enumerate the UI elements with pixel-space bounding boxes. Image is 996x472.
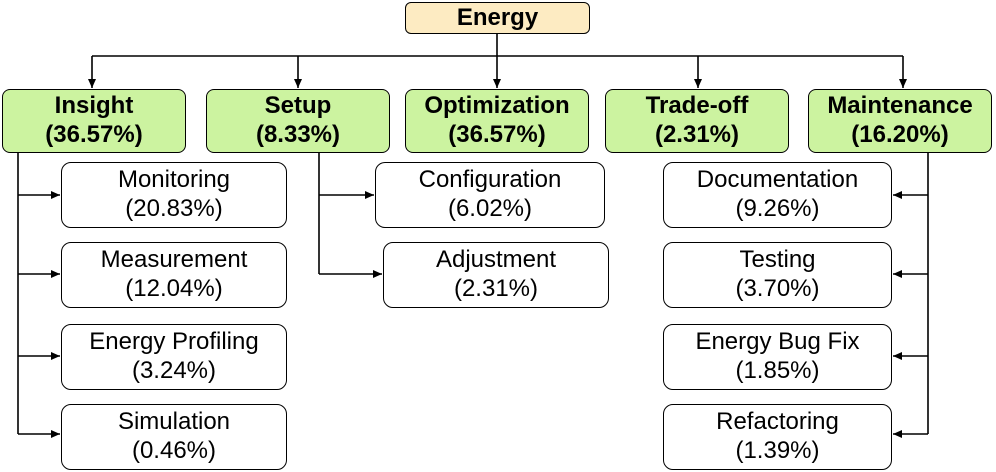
- root-node-energy: Energy: [405, 2, 590, 34]
- category-setup: Setup (8.33%): [206, 89, 390, 153]
- category-optimization: Optimization (36.57%): [405, 89, 589, 153]
- category-label: Optimization: [424, 92, 570, 120]
- subnode-label: Refactoring: [716, 408, 839, 436]
- subnode-label: Measurement: [100, 246, 248, 274]
- category-percent: (16.20%): [851, 121, 949, 148]
- subnode-energy-bug-fix: Energy Bug Fix (1.85%): [663, 324, 892, 390]
- subnode-adjustment: Adjustment (2.31%): [383, 242, 609, 308]
- category-label: Setup: [264, 92, 332, 120]
- category-label: Insight: [54, 92, 134, 120]
- subnode-label: Energy Bug Fix: [695, 328, 860, 356]
- subnode-percent: (3.24%): [131, 357, 217, 384]
- category-percent: (36.57%): [45, 121, 143, 148]
- category-percent: (2.31%): [654, 121, 740, 148]
- subnode-percent: (1.39%): [735, 437, 820, 464]
- subnode-simulation: Simulation (0.46%): [61, 404, 287, 470]
- subnode-percent: (12.04%): [125, 275, 223, 302]
- category-trade-off: Trade-off (2.31%): [605, 89, 789, 153]
- subnode-monitoring: Monitoring (20.83%): [61, 162, 287, 228]
- subnode-percent: (3.70%): [735, 275, 820, 302]
- subnode-energy-profiling: Energy Profiling (3.24%): [61, 324, 287, 390]
- category-insight: Insight (36.57%): [2, 89, 186, 153]
- subnode-testing: Testing (3.70%): [663, 242, 892, 308]
- subnode-label: Energy Profiling: [89, 328, 259, 356]
- subnode-measurement: Measurement (12.04%): [61, 242, 287, 308]
- category-label: Trade-off: [645, 92, 749, 120]
- subnode-label: Simulation: [117, 408, 231, 436]
- subnode-configuration: Configuration (6.02%): [375, 162, 605, 228]
- subnode-label: Testing: [739, 246, 816, 274]
- subnode-label: Configuration: [418, 166, 562, 194]
- subnode-label: Adjustment: [435, 246, 557, 274]
- subnode-percent: (2.31%): [453, 275, 539, 302]
- subnode-percent: (9.26%): [735, 195, 820, 222]
- subnode-label: Documentation: [696, 166, 859, 194]
- category-maintenance: Maintenance (16.20%): [808, 89, 992, 153]
- subnode-refactoring: Refactoring (1.39%): [663, 404, 892, 470]
- subnode-percent: (0.46%): [131, 437, 217, 464]
- category-label: Maintenance: [827, 92, 973, 120]
- subnode-documentation: Documentation (9.26%): [663, 162, 892, 228]
- subnode-percent: (20.83%): [125, 195, 223, 222]
- subnode-label: Monitoring: [117, 166, 231, 194]
- subnode-percent: (6.02%): [447, 195, 533, 222]
- category-percent: (8.33%): [255, 121, 341, 148]
- root-label: Energy: [456, 3, 539, 31]
- category-percent: (36.57%): [448, 121, 546, 148]
- subnode-percent: (1.85%): [735, 357, 820, 384]
